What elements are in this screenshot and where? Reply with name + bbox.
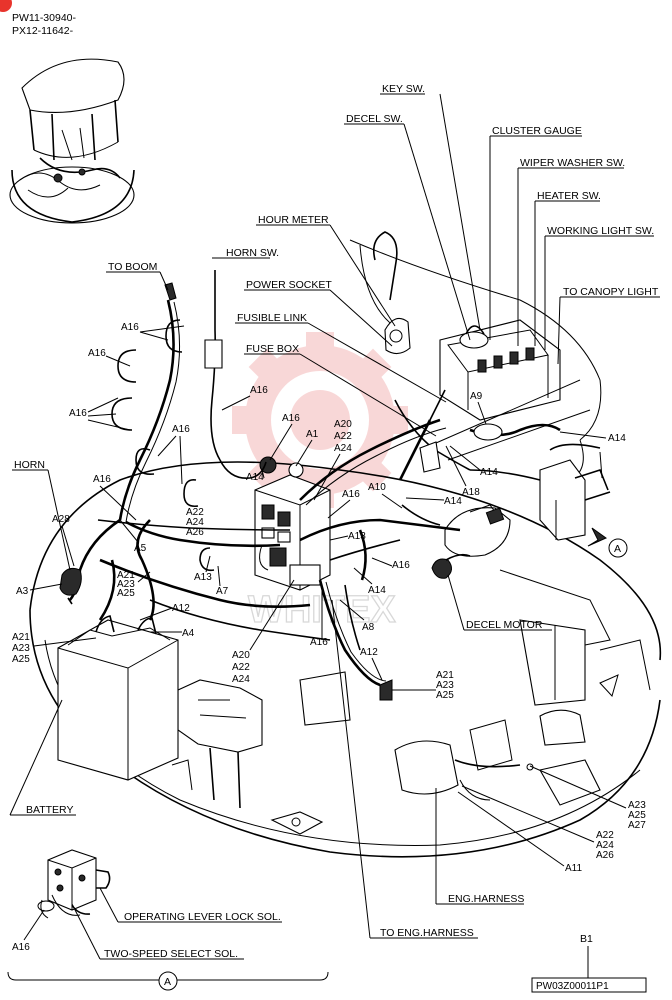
- decel-motor-illustration: [431, 504, 511, 579]
- label-to-boom: TO BOOM: [108, 261, 157, 273]
- callout-a16: A16: [342, 489, 360, 500]
- label-hour-meter: HOUR METER: [258, 214, 329, 226]
- callout-a14: A14: [246, 472, 264, 483]
- callout-a5: A5: [134, 543, 147, 554]
- label-two-speed-select-sol: TWO-SPEED SELECT SOL.: [104, 948, 238, 960]
- label-decel-motor: DECEL MOTOR: [466, 619, 543, 631]
- callout-a16: A16: [250, 385, 268, 396]
- callout-a14: A14: [444, 496, 462, 507]
- callout-a12: A12: [172, 603, 190, 614]
- callout-a24: A24: [186, 517, 204, 528]
- callout-a13: A13: [194, 572, 212, 583]
- callout-a11: A11: [565, 863, 582, 874]
- callout-a16: A16: [69, 408, 87, 419]
- callout-a16: A16: [172, 424, 190, 435]
- callout-a16: A16: [88, 348, 106, 359]
- switch-panel-illustration: [349, 231, 602, 481]
- part-callouts: A16 A16 A16 A16 A16 A16 A16 A16 A16 A16 …: [12, 322, 646, 953]
- callout-a23: A23: [628, 800, 646, 811]
- callout-a3: A3: [16, 586, 29, 597]
- label-power-socket: POWER SOCKET: [246, 279, 332, 291]
- part-code: PW03Z00011P1: [536, 981, 609, 992]
- label-horn: HORN: [14, 459, 45, 471]
- callout-a24: A24: [596, 840, 614, 851]
- callout-a24: A24: [334, 443, 352, 454]
- label-cluster-gauge: CLUSTER GAUGE: [492, 125, 582, 137]
- canopy-connector-illustration: [539, 451, 611, 541]
- callout-a16: A16: [121, 322, 139, 333]
- callout-a16: A16: [310, 637, 328, 648]
- callout-a22: A22: [334, 431, 352, 442]
- label-heater-sw: HEATER SW.: [537, 190, 601, 202]
- view-a-callout: A: [164, 976, 171, 988]
- callout-a4: A4: [182, 628, 195, 639]
- callout-a8: A8: [362, 622, 375, 633]
- serial-number-1: PW11-30940-: [12, 12, 77, 24]
- label-to-canopy-light: TO CANOPY LIGHT: [563, 286, 659, 298]
- callout-a7: A7: [216, 586, 229, 597]
- callout-a14: A14: [368, 585, 386, 596]
- label-wiper-washer-sw: WIPER WASHER SW.: [520, 157, 625, 169]
- callout-a25: A25: [117, 588, 135, 599]
- battery-illustration: [57, 519, 179, 781]
- label-fusible-link: FUSIBLE LINK: [237, 312, 307, 324]
- callout-a21: A21: [117, 570, 135, 581]
- callout-a16: A16: [12, 942, 30, 953]
- view-a-marker: A: [614, 543, 621, 555]
- callout-a16: A16: [93, 474, 111, 485]
- label-eng-harness: ENG.HARNESS: [448, 893, 524, 905]
- callout-a25: A25: [436, 690, 454, 701]
- callout-a14: A14: [608, 433, 626, 444]
- callout-a13: A13: [348, 531, 366, 542]
- callout-a14: A14: [480, 467, 498, 478]
- label-operating-lever-lock-sol: OPERATING LEVER LOCK SOL.: [124, 911, 281, 923]
- page-reference: B1: [580, 933, 593, 945]
- corner-badge: [0, 0, 12, 12]
- callout-a22: A22: [232, 662, 250, 673]
- callout-a1: A1: [306, 429, 319, 440]
- callout-a25: A25: [628, 810, 646, 821]
- callout-a18: A18: [462, 487, 480, 498]
- label-to-eng-harness: TO ENG.HARNESS: [380, 927, 474, 939]
- callout-a23: A23: [436, 680, 454, 691]
- callout-a20: A20: [334, 419, 352, 430]
- callout-a22: A22: [596, 830, 614, 841]
- view-a-solenoid-illustration: [7, 849, 329, 989]
- callout-a25: A25: [12, 654, 30, 665]
- callout-a22: A22: [186, 507, 204, 518]
- label-battery: BATTERY: [26, 804, 73, 816]
- callout-a23: A23: [117, 579, 135, 590]
- callout-a21: A21: [436, 670, 454, 681]
- callout-a28: A28: [52, 514, 70, 525]
- callout-a23: A23: [12, 643, 30, 654]
- component-labels: KEY SW. DECEL SW. CLUSTER GAUGE WIPER WA…: [9, 83, 660, 993]
- callout-a27: A27: [628, 820, 646, 831]
- label-decel-sw: DECEL SW.: [346, 113, 403, 125]
- callout-a21: A21: [12, 632, 30, 643]
- callout-a16: A16: [282, 413, 300, 424]
- callout-a24: A24: [232, 674, 250, 685]
- callout-a12: A12: [360, 647, 378, 658]
- callout-a16: A16: [392, 560, 410, 571]
- callout-a10: A10: [368, 482, 386, 493]
- callout-a20: A20: [232, 650, 250, 661]
- wiring-harness: [59, 270, 601, 801]
- callout-a26: A26: [596, 850, 614, 861]
- callout-a9: A9: [470, 391, 483, 402]
- machine-inset-illustration: [9, 58, 135, 224]
- label-horn-sw: HORN SW.: [226, 247, 279, 259]
- serial-number-2: PX12-11642-: [12, 25, 74, 37]
- callout-a26: A26: [186, 527, 204, 538]
- label-fuse-box: FUSE BOX: [246, 343, 299, 355]
- label-key-sw: KEY SW.: [382, 83, 425, 95]
- label-working-light-sw: WORKING LIGHT SW.: [547, 225, 654, 237]
